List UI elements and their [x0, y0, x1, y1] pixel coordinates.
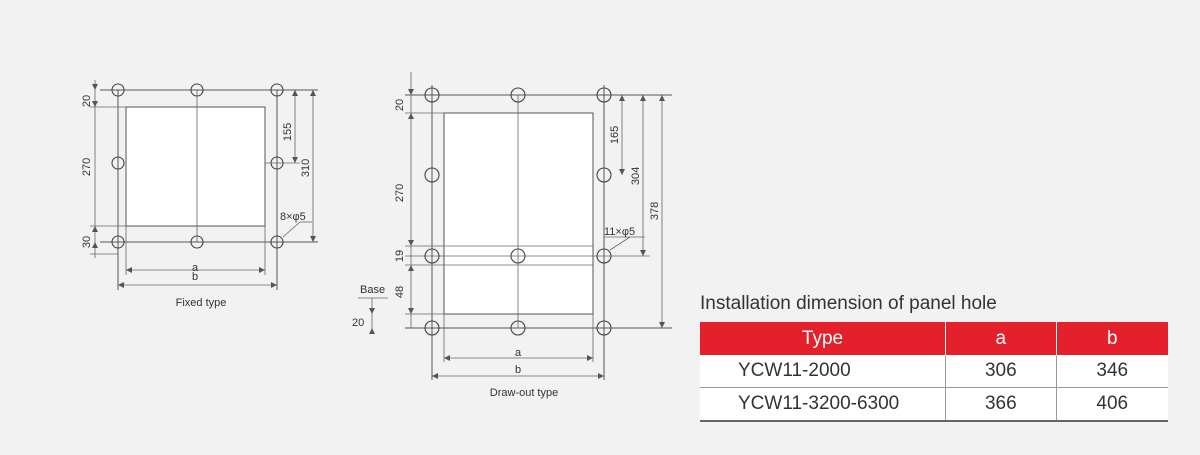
mount-hole [111, 83, 125, 97]
dimension-table: Type a b YCW11-2000 306 346 YCW11-3200-6… [700, 322, 1168, 422]
cell-type: YCW11-3200-6300 [700, 387, 947, 422]
header-b: b [1056, 322, 1168, 355]
mount-hole [424, 167, 440, 183]
fixed-dim-bottom: 30 [81, 236, 93, 248]
mount-hole [190, 235, 204, 249]
drawout-dim-b: b [515, 364, 521, 376]
cell-b: 406 [1056, 387, 1168, 422]
drawout-base-offset: 20 [352, 317, 364, 329]
mount-hole [596, 167, 612, 183]
fixed-caption: Fixed type [176, 297, 227, 309]
drawout-dim-mid: 270 [394, 184, 406, 202]
fixed-dim-top: 20 [81, 95, 93, 107]
mount-hole [596, 87, 612, 103]
panel-drawings: 20 270 30 155 310 8×φ5 a b Fixed type [81, 72, 672, 399]
fixed-panel-cutout [125, 106, 266, 227]
mount-hole [596, 320, 612, 336]
fixed-holes [111, 83, 284, 249]
fixed-type-drawing: 20 270 30 155 310 8×φ5 a b Fixed type [81, 80, 318, 309]
mount-hole [424, 248, 440, 264]
drawout-base-label: Base [360, 284, 385, 296]
header-a: a [945, 322, 1057, 355]
mount-hole [111, 156, 125, 170]
drawout-holes-label: 11×φ5 [604, 226, 635, 238]
fixed-dim-155: 155 [282, 123, 294, 141]
mount-hole [424, 320, 440, 336]
drawout-dim-165: 165 [609, 126, 621, 144]
table-title: Installation dimension of panel hole [700, 293, 997, 314]
fixed-dim-a: a [192, 262, 199, 274]
fixed-dim-mid: 270 [81, 158, 93, 176]
drawout-dim-a: a [515, 347, 522, 359]
table-row: YCW11-2000 306 346 [700, 355, 1168, 388]
dimension-table-section: Installation dimension of panel hole Typ… [700, 292, 1168, 422]
mount-hole [510, 87, 526, 103]
cell-type: YCW11-2000 [700, 355, 947, 388]
mount-hole [270, 235, 284, 249]
drawout-holes [424, 87, 612, 336]
drawout-dim-top: 20 [394, 99, 406, 111]
fixed-holes-label: 8×φ5 [280, 211, 306, 223]
drawout-dim-48: 48 [394, 286, 406, 298]
mount-hole [596, 248, 612, 264]
table-header-row: Type a b [700, 322, 1168, 355]
mount-hole [270, 83, 284, 97]
drawout-type-drawing: 20 270 19 48 Base 20 165 304 378 11×φ5 a… [352, 72, 672, 399]
mount-hole [424, 87, 440, 103]
mount-hole [270, 156, 284, 170]
mount-hole [510, 248, 526, 264]
drawout-caption: Draw-out type [490, 387, 558, 399]
drawout-panel-cutout [443, 112, 594, 315]
drawout-dim-304: 304 [630, 167, 642, 185]
fixed-dim-310: 310 [300, 159, 312, 177]
mount-hole [190, 83, 204, 97]
cell-a: 366 [945, 387, 1057, 422]
cell-a: 306 [945, 355, 1057, 388]
fixed-dim-b: b [192, 271, 198, 283]
drawout-dim-19: 19 [394, 250, 406, 262]
drawout-dim-378: 378 [649, 202, 661, 220]
header-type: Type [700, 322, 947, 355]
table-row: YCW11-3200-6300 366 406 [700, 387, 1168, 422]
cell-b: 346 [1056, 355, 1168, 388]
mount-hole [510, 320, 526, 336]
mount-hole [111, 235, 125, 249]
